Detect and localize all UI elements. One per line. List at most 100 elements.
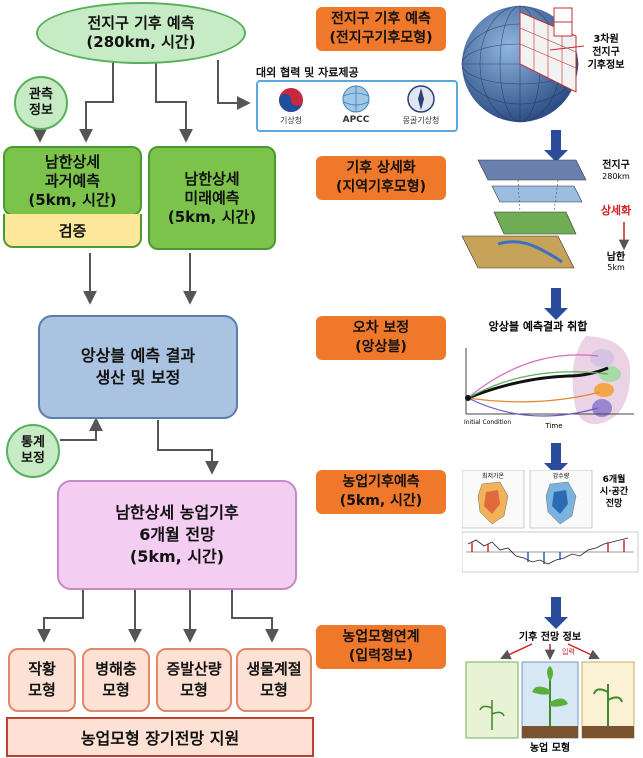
step-arrow-4	[544, 597, 568, 629]
downscale-top-res: 280km	[602, 172, 630, 181]
model-label: 증발산량	[166, 660, 222, 678]
past-forecast-line3: (5km, 시간)	[28, 190, 117, 209]
step-arrow-1	[544, 130, 568, 162]
globe-caption-2: 전지구	[592, 45, 620, 58]
step-line: 오차 보정	[352, 320, 410, 336]
past-forecast-line1: 남한상세	[44, 152, 101, 171]
step-downscaling: 기후 상세화 (지역기후모형)	[316, 156, 446, 200]
crop-title: 기후 전망 정보	[519, 630, 581, 643]
step-line: (전지구기후모형)	[329, 30, 433, 46]
globe-caption-3: 기후정보	[588, 58, 625, 71]
global-forecast-title: 전지구 기후 예측	[87, 14, 195, 32]
crop-input-label: 입력	[562, 648, 575, 656]
agri-forecast-line3: (5km, 시간)	[129, 547, 225, 566]
apcc-logo-icon	[342, 85, 370, 113]
downscaling-illustration: 전지구 280km 상세화 남한 5km	[461, 158, 631, 272]
crop-model-illustration: 기후 전망 정보 입력 농업 모형	[465, 630, 635, 754]
arrow-global-to-partners	[217, 60, 251, 110]
maps-caption-3: 전망	[606, 497, 623, 509]
agri-forecast-illustration: 최저기온 강수량 6개월 시·공간 전망	[462, 470, 639, 573]
map1-label: 최저기온	[482, 472, 505, 480]
past-forecast-line2: 과거예측	[44, 171, 101, 190]
step-arrow-2	[544, 288, 568, 320]
arrow-model-1	[37, 588, 84, 643]
past-forecast-box: 남한상세 과거예측 (5km, 시간)	[3, 146, 142, 216]
step-line: (5km, 시간)	[339, 493, 423, 509]
agri-forecast-line1: 남한상세 농업기후	[115, 503, 239, 522]
model-label: 모형	[28, 681, 56, 699]
agri-forecast-line2: 6개월 전망	[139, 525, 215, 544]
crop-caption: 농업 모형	[530, 741, 570, 754]
obs-info-line2: 정보	[29, 103, 53, 118]
ensemble-illustration: 앙상블 예측결과 취합 Initial Condition Time	[464, 319, 634, 430]
arrow-ensemble-to-forecast	[157, 420, 219, 475]
ensemble-line1: 앙상블 예측 결과	[80, 346, 196, 365]
step-global-forecast: 전지구 기후 예측 (전지구기후모형)	[316, 7, 446, 51]
downscale-bottom: 남한	[607, 250, 626, 263]
obs-info-line1: 관측	[29, 87, 53, 102]
step-line: (앙상블)	[355, 339, 407, 355]
obs-info-circle: 관측 정보	[14, 76, 68, 130]
step-agri-model-link: 농업모형연계 (입력정보)	[316, 625, 446, 669]
future-forecast-line1: 남한상세	[184, 169, 240, 188]
arrow-global-to-future	[155, 60, 193, 143]
partner-label-namem: 몽골기상청	[402, 116, 440, 125]
arrow-stat-up	[60, 417, 103, 441]
kma-logo-icon	[279, 88, 303, 112]
step-line: (입력정보)	[348, 648, 414, 664]
partner-label-kma: 기상청	[279, 116, 303, 125]
step-line: 기후 상세화	[346, 160, 416, 176]
partner-logo-marks	[279, 85, 435, 113]
model-label: 모형	[102, 681, 130, 699]
ensemble-box: 앙상블 예측 결과 생산 및 보정	[38, 315, 238, 419]
global-forecast-ellipse: 전지구 기후 예측 (280km, 시간)	[36, 2, 246, 64]
maps-caption-1: 6개월	[603, 473, 626, 485]
step-line: 농업모형연계	[342, 629, 420, 645]
model-label: 모형	[180, 681, 208, 699]
step-agri-climate-forecast: 농업기후예측 (5km, 시간)	[316, 470, 446, 514]
stat-correction-circle: 통계 보정	[6, 424, 60, 478]
downscale-top: 전지구	[602, 158, 630, 171]
stat-correction-line1: 통계	[21, 435, 45, 450]
ensemble-line2: 생산 및 보정	[95, 368, 181, 387]
step-error-correction: 오차 보정 (앙상블)	[316, 316, 446, 360]
model-label: 모형	[260, 681, 288, 699]
model-label: 작황	[28, 660, 56, 678]
future-forecast-box: 남한상세 미래예측 (5km, 시간)	[148, 146, 276, 250]
step-line: 전지구 기후 예측	[331, 11, 431, 27]
map2-label: 강수량	[553, 472, 570, 480]
partner-logos: 기상청 APCC 몽골기상청	[256, 80, 458, 132]
stat-correction-line2: 보정	[21, 451, 45, 466]
verify-box: 검증	[3, 214, 142, 248]
maps-caption-2: 시·공간	[600, 485, 629, 497]
globe-caption-1: 3차원	[593, 32, 618, 45]
globe-illustration: 3차원 전지구 기후정보	[461, 5, 625, 123]
arrow-global-to-past	[79, 60, 114, 143]
grid-cube-icon	[549, 7, 585, 51]
support-bar: 농업모형 장기전망 지원	[6, 717, 314, 757]
agri-forecast-box: 남한상세 농업기후 6개월 전망 (5km, 시간)	[57, 480, 297, 590]
step-line: 농업기후예측	[342, 474, 420, 490]
step-line: (지역기후모형)	[335, 179, 427, 195]
future-forecast-line3: (5km, 시간)	[167, 207, 257, 226]
arrow-model-4	[231, 588, 279, 643]
step-arrow-3	[544, 443, 568, 475]
downscale-bottom-res: 5km	[607, 263, 625, 272]
plant-icon	[479, 666, 623, 730]
namem-logo-icon	[407, 85, 435, 113]
downscale-mid: 상세화	[601, 203, 631, 217]
ensemble-x-label: Time	[544, 422, 562, 430]
ensemble-start-label: Initial Condition	[464, 419, 511, 426]
partner-label-apcc: APCC	[342, 115, 370, 125]
model-label: 병해충	[95, 660, 137, 678]
global-forecast-resolution: (280km, 시간)	[86, 33, 196, 51]
ensemble-title: 앙상블 예측결과 취합	[489, 319, 588, 333]
model-label: 생물계절	[246, 660, 302, 678]
partners-title: 대외 협력 및 자료제공	[256, 66, 359, 79]
future-forecast-line2: 미래예측	[184, 188, 240, 207]
